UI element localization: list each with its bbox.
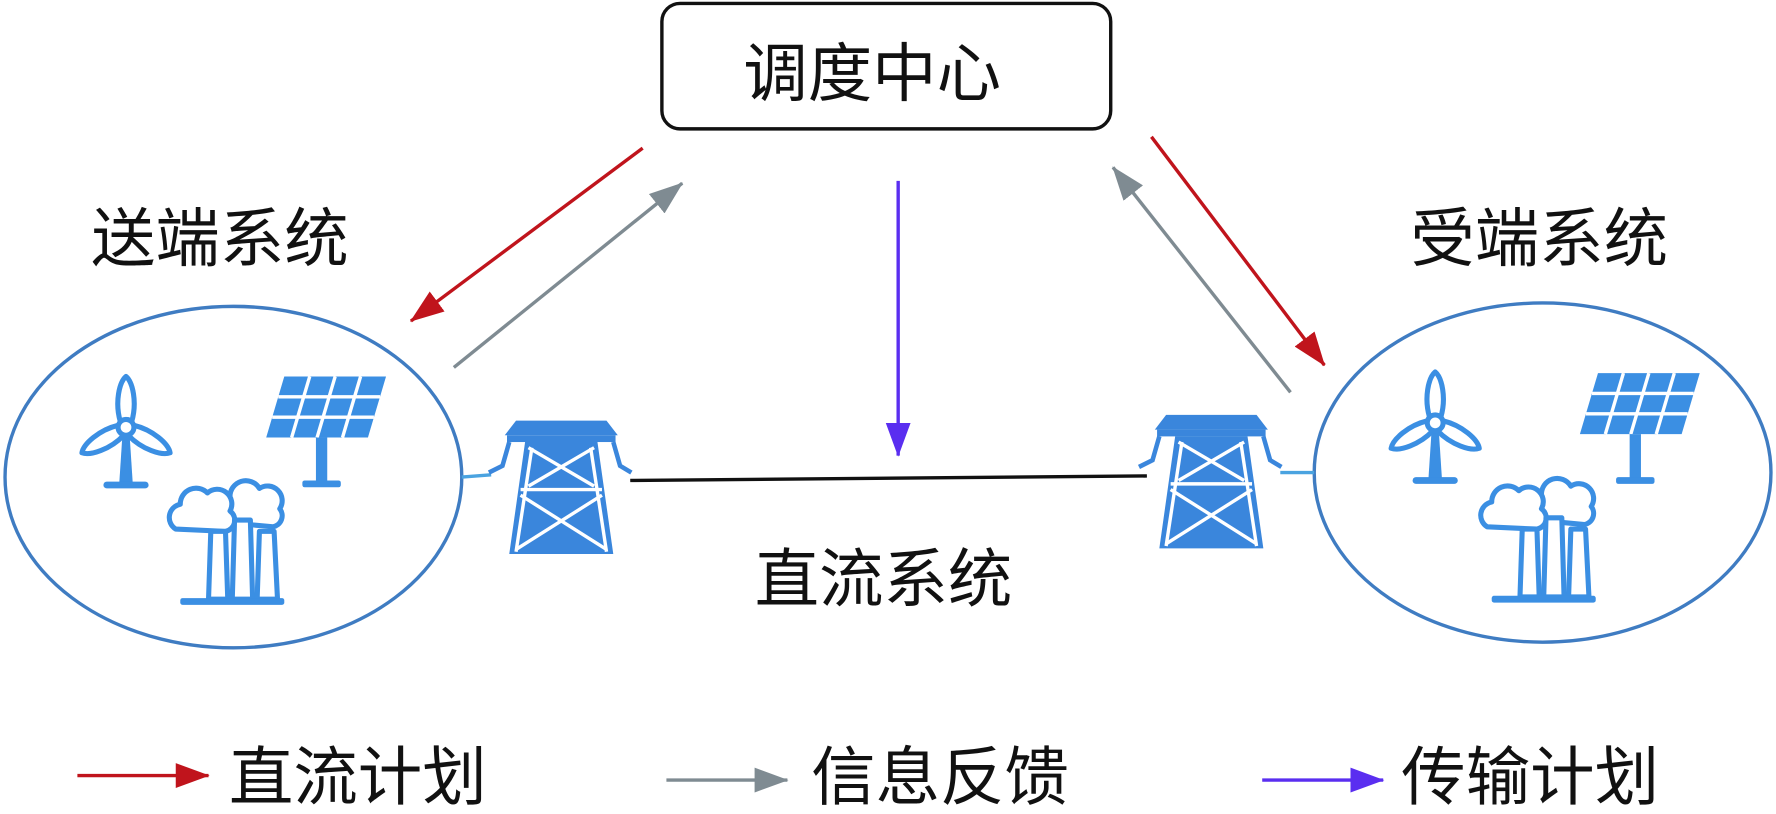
factory-icon: [169, 481, 284, 605]
dc-system-label: 直流系统: [755, 542, 1013, 617]
dc-transmission-line: [630, 474, 1147, 483]
dispatch-center-box: [660, 1, 1113, 131]
solar-panel-icon: [1578, 371, 1702, 486]
sending-connector-line: [461, 473, 492, 479]
transmission-tower-icon: [1139, 415, 1281, 548]
legend-dc-plan-label: 直流计划: [229, 740, 487, 814]
legend-transmission-plan-label: 传输计划: [1401, 740, 1659, 814]
factory-icon: [1481, 478, 1596, 602]
wind-turbine-icon: [1387, 372, 1483, 484]
legend-feedback-label: 信息反馈: [811, 740, 1069, 814]
solar-panel-icon: [264, 374, 388, 489]
feedback-arrow-from-sending: [452, 181, 684, 369]
wind-turbine-icon: [78, 376, 174, 488]
legend: 直流计划 信息反馈 传输计划: [77, 740, 1659, 814]
dispatch-center-label: 调度中心: [743, 37, 1001, 112]
sending-system-label: 送端系统: [91, 202, 349, 277]
transmission-tower-icon: [489, 421, 631, 554]
dc-plan-arrow-to-sending: [409, 146, 644, 323]
receiving-system-label: 受端系统: [1410, 202, 1668, 277]
dc-plan-arrow-to-receiving: [1150, 135, 1326, 367]
feedback-arrow-from-receiving: [1111, 166, 1292, 394]
